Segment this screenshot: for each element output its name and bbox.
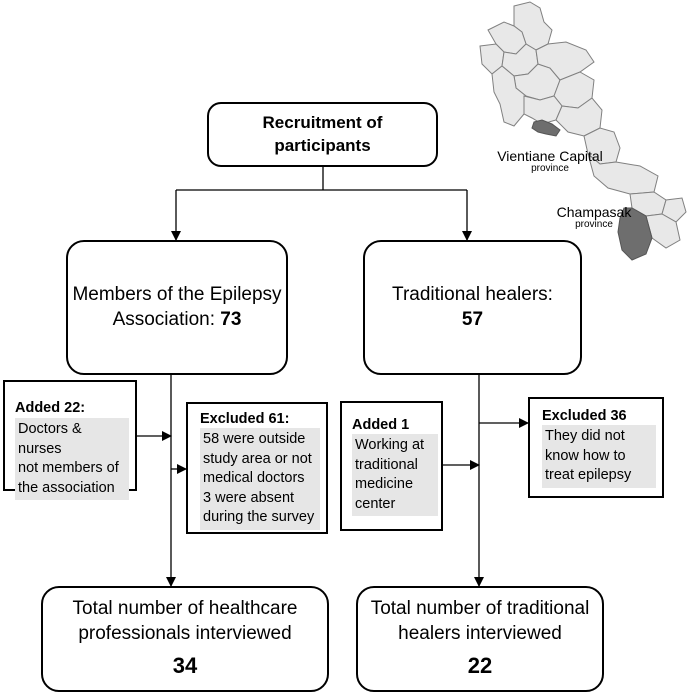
added-22-box: Added 22: Doctors & nurses not members o…: [3, 380, 137, 501]
added-1-line: Working at: [355, 437, 425, 453]
added-22-line: the association: [18, 479, 115, 496]
excluded-61-line: medical doctors: [203, 470, 305, 487]
epilepsy-association-line2: Association: 73: [113, 308, 242, 333]
added-1-box: Added 1 Working at traditional medicine …: [340, 401, 443, 531]
added-22-line: Doctors & nurses: [18, 421, 82, 457]
province-champasak-highlight: [617, 207, 653, 261]
recruitment-box: Recruitment of participants: [207, 102, 438, 167]
traditional-healers-count: 57: [461, 308, 484, 330]
added-1-title: Added 1: [352, 417, 410, 433]
recruitment-line2: participants: [274, 135, 371, 155]
traditional-healers-box: Traditional healers: 57: [363, 240, 582, 375]
map-label-champasak-name: Champasak: [556, 204, 632, 220]
excluded-61-line: study area or not: [203, 450, 312, 467]
excluded-36-title: Excluded 36: [542, 408, 627, 424]
total-healers-box: Total number of traditional healers inte…: [356, 586, 604, 692]
province-bolikhamsai: [555, 97, 603, 137]
map-label-vientiane-sub: province: [531, 163, 569, 174]
excluded-36-line: treat epilepsy: [545, 467, 632, 484]
added-22-line: not members of: [18, 460, 119, 477]
excluded-36-line: They did not: [545, 428, 625, 444]
excluded-61-line: 58 were outside: [203, 431, 306, 447]
total-hcp-box: Total number of healthcare professionals…: [41, 586, 329, 692]
province-houaphanh: [535, 41, 595, 81]
added-1-line: medicine: [355, 476, 414, 493]
province-vientiane-capital-highlight: [531, 119, 561, 137]
total-healers-line1: Total number of traditional: [370, 598, 590, 620]
traditional-healers-label: Traditional healers:: [392, 283, 553, 305]
map-label-champasak-sub: province: [575, 219, 613, 230]
added-1-line: traditional: [355, 456, 418, 473]
excluded-61-title: Excluded 61:: [200, 411, 290, 427]
map-label-vientiane-name: Vientiane Capital: [497, 148, 603, 164]
map-label-champasak: Champasak province: [554, 204, 634, 230]
total-hcp-count: 34: [172, 653, 198, 679]
excluded-36-box: Excluded 36 They did not know how to tre…: [528, 397, 664, 498]
laos-province-map: [479, 1, 687, 261]
recruitment-line1: Recruitment of: [262, 112, 383, 132]
excluded-61-detail: 58 were outside study area or not medica…: [200, 428, 320, 530]
total-healers-count: 22: [467, 653, 493, 679]
excluded-61-line: during the survey: [203, 509, 315, 526]
added-22-title: Added 22:: [15, 400, 86, 416]
total-healers-line2: healers interviewed: [398, 622, 562, 644]
excluded-36-line: know how to: [545, 447, 626, 464]
province-savannakhet: [587, 152, 659, 195]
added-22-detail: Doctors & nurses not members of the asso…: [15, 418, 129, 501]
excluded-36-detail: They did not know how to treat epilepsy: [542, 425, 656, 488]
total-hcp-line2: professionals interviewed: [78, 622, 292, 644]
epilepsy-association-line1: Members of the Epilepsy: [72, 283, 282, 305]
added-1-line: center: [355, 495, 396, 512]
epilepsy-association-label: Association:: [112, 308, 221, 330]
epilepsy-association-count: 73: [220, 308, 242, 330]
epilepsy-association-box: Members of the Epilepsy Association: 73: [66, 240, 288, 375]
excluded-61-box: Excluded 61: 58 were outside study area …: [186, 402, 328, 534]
excluded-61-line: 3 were absent: [203, 489, 295, 506]
map-label-vientiane: Vientiane Capital province: [486, 148, 614, 174]
added-1-detail: Working at traditional medicine center: [352, 434, 438, 517]
total-hcp-line1: Total number of healthcare: [72, 598, 298, 620]
